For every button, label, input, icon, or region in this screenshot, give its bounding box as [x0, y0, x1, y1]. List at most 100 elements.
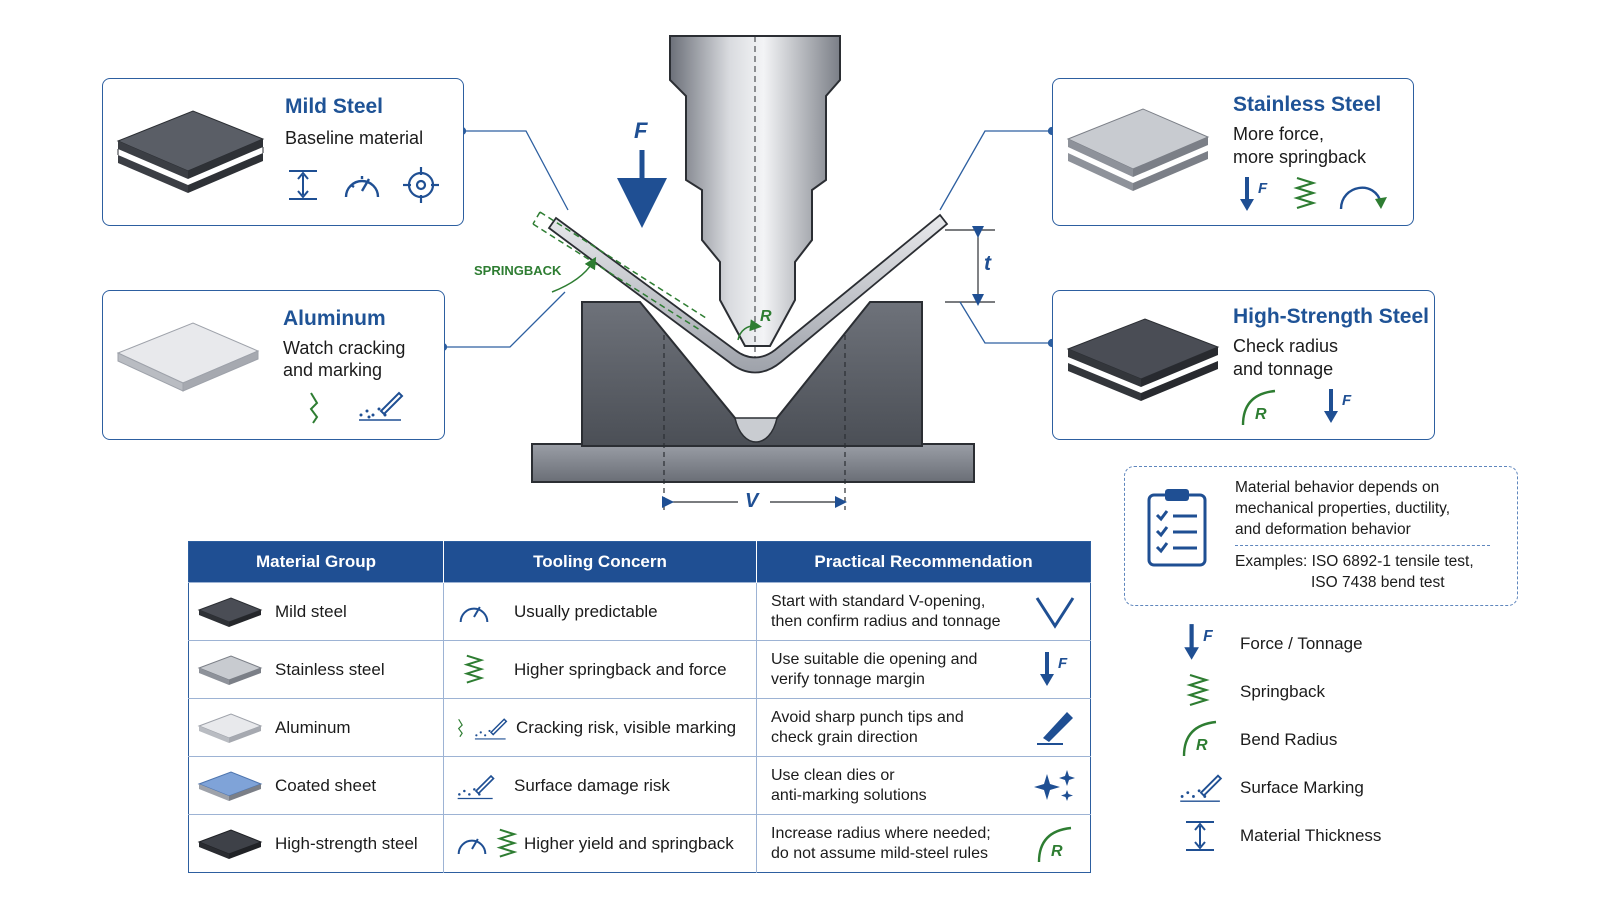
- card-desc-line2: more springback: [1233, 147, 1367, 167]
- card-desc: Baseline material: [285, 128, 424, 148]
- note-line1: Material behavior depends on: [1235, 479, 1440, 496]
- svg-text:R: R: [1255, 406, 1267, 423]
- svg-text:F: F: [1058, 655, 1068, 672]
- aluminum-swatch-icon: [197, 712, 263, 743]
- concern-text: Higher yield and springback: [524, 833, 734, 853]
- header-practical-recommendation: Practical Recommendation: [756, 541, 1091, 583]
- surface-marking-icon: [359, 391, 404, 421]
- table-row: High-strength steel Higher yield and spr…: [188, 814, 1091, 873]
- material-name: Stainless steel: [275, 659, 385, 679]
- sparkle-icon: [1034, 769, 1075, 801]
- force-arrow-icon: F: [1240, 177, 1268, 211]
- card-title: Aluminum: [283, 307, 386, 330]
- card-title: Mild Steel: [285, 95, 384, 118]
- recommendation-line2: do not assume mild-steel rules: [771, 844, 988, 862]
- target-icon: [403, 167, 439, 203]
- springback-outline: [532, 211, 707, 331]
- recommendation-line2: check grain direction: [771, 728, 918, 746]
- surface-marking-icon: [474, 717, 508, 740]
- punch: [669, 35, 841, 370]
- surface-marking-icon: [1180, 774, 1223, 802]
- table-row: Coated sheet Surface damage risk Use cle…: [188, 756, 1091, 815]
- gauge-icon: [457, 837, 487, 854]
- concern-text: Higher springback and force: [514, 659, 727, 679]
- svg-text:R: R: [1196, 737, 1208, 754]
- note-box: Material behavior depends on mechanical …: [1124, 466, 1518, 606]
- v-opening-dimension: [662, 335, 847, 510]
- high-strength-swatch-icon: [197, 828, 263, 859]
- recommendation-line2: verify tonnage margin: [771, 670, 925, 688]
- aluminum-plate-icon: [116, 322, 260, 392]
- recommendation-line1: Use clean dies or: [771, 766, 895, 784]
- high-strength-plate-icon: [1066, 318, 1220, 401]
- concern-text: Usually predictable: [514, 601, 658, 621]
- gauge-icon: [459, 605, 489, 622]
- concern-text: Cracking risk, visible marking: [516, 717, 737, 737]
- header-material-group: Material Group: [188, 541, 444, 583]
- material-name: Coated sheet: [275, 775, 377, 795]
- legend-label-marking: Surface Marking: [1240, 778, 1364, 797]
- card-stainless-steel: Stainless Steel More force, more springb…: [1052, 78, 1414, 226]
- thickness-icon: [289, 170, 317, 200]
- mild-steel-swatch-icon: [197, 596, 263, 627]
- svg-text:F: F: [1258, 180, 1268, 197]
- spring-icon: [1186, 673, 1210, 707]
- card-high-strength-steel: High-Strength Steel Check radius and ton…: [1052, 290, 1435, 440]
- note-line3: and deformation behavior: [1235, 521, 1411, 538]
- recommendation-line2: then confirm radius and tonnage: [771, 612, 1001, 630]
- spring-icon: [496, 828, 518, 857]
- stainless-swatch-icon: [197, 654, 263, 685]
- card-title: Stainless Steel: [1233, 93, 1382, 116]
- crack-icon: [309, 392, 319, 424]
- bent-sheet: [547, 213, 949, 374]
- v-opening-label: V: [745, 490, 759, 512]
- pen-icon: [1037, 711, 1073, 745]
- note-examples-line2: ISO 7438 bend test: [1311, 574, 1445, 591]
- table-row: Stainless steel Higher springback and fo…: [188, 640, 1091, 699]
- note-line2: mechanical properties, ductility,: [1235, 500, 1451, 517]
- radius-arc: [737, 319, 762, 341]
- concern-text: Surface damage risk: [514, 775, 670, 795]
- die-base: [531, 443, 975, 483]
- header-tooling-concern: Tooling Concern: [443, 541, 757, 583]
- note-divider: [1235, 545, 1490, 546]
- recommendation-line2: anti-marking solutions: [771, 786, 927, 804]
- card-desc-line1: Check radius: [1233, 336, 1339, 356]
- legend-label-radius: Bend Radius: [1240, 730, 1338, 749]
- coated-sheet-swatch-icon: [197, 770, 263, 801]
- force-arrow-icon: F: [1324, 389, 1352, 423]
- springback-label: SPRINGBACK: [474, 263, 562, 278]
- svg-text:F: F: [1342, 392, 1352, 409]
- gauge-icon: [344, 176, 380, 198]
- thickness-icon: [1186, 821, 1214, 851]
- card-mild-steel: Mild Steel Baseline material: [102, 78, 464, 226]
- force-arrow-icon: F: [1184, 624, 1213, 660]
- clipboard-icon: [1147, 489, 1207, 567]
- spring-icon: [463, 654, 485, 683]
- radius-icon: R: [1182, 720, 1217, 757]
- card-aluminum: Aluminum Watch cracking and marking: [102, 290, 445, 440]
- recommendation-line1: Avoid sharp punch tips and: [771, 708, 964, 726]
- thickness-dimension: [945, 226, 995, 306]
- material-name: Aluminum: [275, 717, 351, 737]
- curved-arrow-icon: [1339, 186, 1387, 210]
- legend-label-force: Force / Tonnage: [1240, 634, 1363, 653]
- card-desc-line2: and tonnage: [1233, 359, 1334, 379]
- stainless-plate-icon: [1066, 108, 1210, 191]
- material-name: Mild steel: [275, 601, 347, 621]
- radius-icon: R: [1241, 389, 1276, 426]
- recommendation-line1: Use suitable die opening and: [771, 650, 978, 668]
- note-examples-line1: Examples: ISO 6892-1 tensile test,: [1235, 553, 1474, 570]
- legend-label-springback: Springback: [1240, 682, 1326, 701]
- recommendation-line1: Start with standard V-opening,: [771, 592, 986, 610]
- surface-marking-icon: [457, 774, 495, 799]
- force-arrow-icon: F: [1040, 651, 1068, 686]
- svg-text:R: R: [1051, 843, 1063, 860]
- svg-text:F: F: [1203, 628, 1213, 645]
- card-desc-line1: Watch cracking: [283, 338, 406, 358]
- crack-icon: [457, 718, 463, 737]
- card-desc-line2: and marking: [283, 360, 383, 380]
- mild-steel-plate-icon: [116, 110, 265, 193]
- radius-icon: R: [1037, 826, 1072, 862]
